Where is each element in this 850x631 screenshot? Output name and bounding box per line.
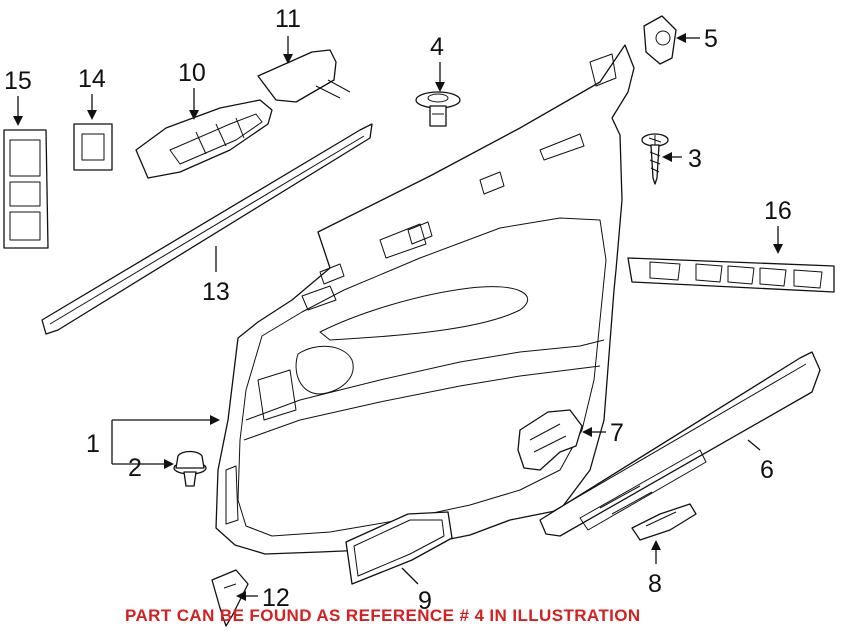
callout-5: 5 bbox=[704, 25, 718, 53]
seat-switch-panel-part bbox=[627, 257, 835, 293]
window-switch-panel-part bbox=[135, 99, 273, 179]
leader-lines bbox=[13, 33, 783, 601]
callout-11: 11 bbox=[275, 5, 301, 33]
callout-numbers: 1 2 3 4 5 6 7 8 9 10 11 12 13 14 15 16 bbox=[4, 5, 792, 615]
callout-2: 2 bbox=[128, 454, 142, 482]
small-clip-part bbox=[631, 503, 697, 541]
callout-3: 3 bbox=[688, 145, 702, 173]
callout-4: 4 bbox=[430, 33, 444, 61]
armrest-trim-part bbox=[539, 351, 821, 537]
mounting-bracket-part bbox=[517, 409, 583, 471]
master-switch-block-part bbox=[3, 129, 49, 249]
callout-15: 15 bbox=[4, 67, 32, 95]
window-seal-strip-part bbox=[41, 123, 373, 335]
callout-6: 6 bbox=[760, 456, 774, 484]
switch-bezel-part bbox=[643, 15, 677, 65]
push-clip-part bbox=[173, 450, 207, 487]
anchor-fastener-part bbox=[211, 569, 249, 627]
door-trim-panel-part bbox=[215, 44, 635, 555]
screw-part bbox=[641, 133, 669, 185]
callout-1: 1 bbox=[86, 430, 100, 458]
callout-8: 8 bbox=[648, 570, 662, 598]
callout-13: 13 bbox=[202, 278, 230, 306]
single-switch-part bbox=[73, 123, 113, 171]
callout-14: 14 bbox=[78, 65, 106, 93]
switch-cover-part bbox=[257, 49, 351, 103]
trim-clip-part bbox=[415, 91, 461, 127]
callout-9: 9 bbox=[418, 587, 432, 615]
callout-12: 12 bbox=[262, 584, 290, 612]
grille-trim-part bbox=[345, 511, 453, 585]
callout-7: 7 bbox=[610, 419, 624, 447]
callout-16: 16 bbox=[764, 197, 792, 225]
callout-10: 10 bbox=[178, 59, 206, 87]
reference-note: PART CAN BE FOUND AS REFERENCE # 4 IN IL… bbox=[125, 606, 641, 625]
